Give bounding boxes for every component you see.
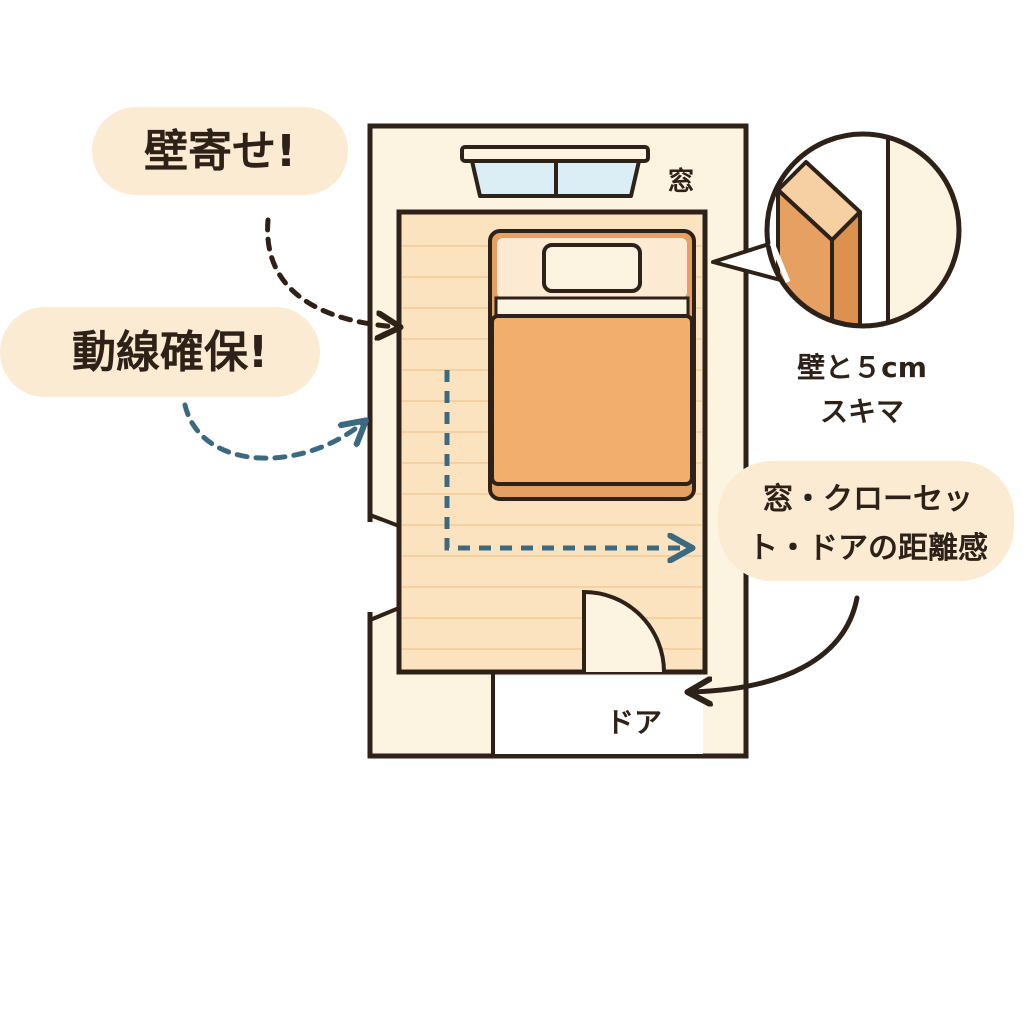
window-label: 窓 — [668, 166, 694, 197]
wall-hug-bubble: 壁寄せ! — [92, 107, 348, 195]
flow-bubble: 動線確保! — [0, 307, 320, 397]
distance-label-line2: ト・ドアの距離感 — [748, 531, 988, 566]
flow-arrow — [182, 402, 364, 461]
closet-opening — [366, 513, 400, 622]
distance-arrow — [690, 595, 860, 692]
wall-hug-label: 壁寄せ! — [144, 126, 296, 177]
door — [491, 589, 703, 754]
gap-label-line2: スキマ — [820, 395, 904, 428]
gap-label-line1: 壁と５cm — [797, 351, 927, 384]
distance-bubble: 窓・クローセッ ト・ドアの距離感 — [718, 461, 1014, 581]
distance-label-line1: 窓・クローセッ — [763, 482, 973, 517]
circulation-path — [444, 370, 690, 548]
door-label: ドア — [606, 706, 662, 739]
wall-gap-detail — [711, 131, 962, 329]
flow-label: 動線確保! — [72, 327, 268, 378]
window — [460, 145, 650, 198]
wall-hug-arrow — [265, 217, 398, 327]
bed — [488, 229, 696, 501]
